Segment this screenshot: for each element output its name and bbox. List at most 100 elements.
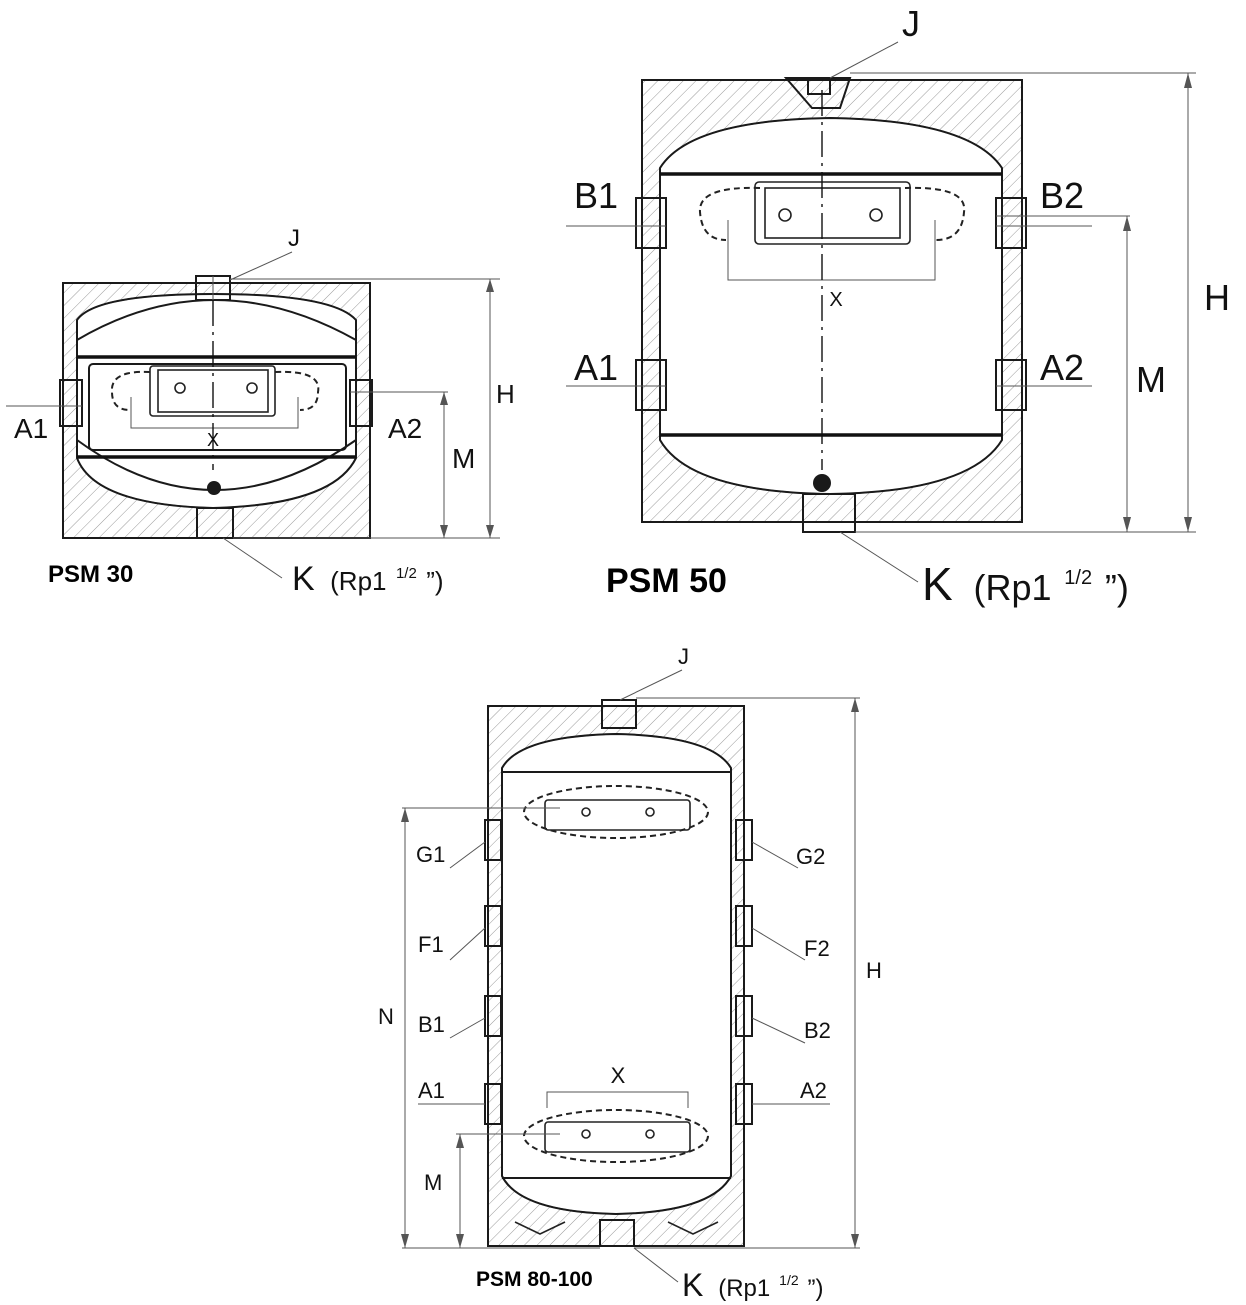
psm50-bracket-left-loop <box>698 186 761 241</box>
psm80-label-k: K (Rp1 1/2 ”) <box>682 1256 824 1303</box>
psm30-label-j: J <box>288 225 300 252</box>
psm30-connection-k <box>196 507 234 539</box>
psm80-label-g1: G1 <box>416 842 445 867</box>
psm80-label-g2: G2 <box>796 844 825 869</box>
psm80-insulation-jacket <box>487 705 745 1247</box>
psm30-label-m: M <box>452 443 475 474</box>
psm50-connection-j-cap <box>807 79 831 95</box>
psm80-label-x: X <box>611 1063 626 1088</box>
psm80-h-arrow-bottom <box>851 1234 859 1248</box>
psm50-title: PSM 50 <box>606 562 727 600</box>
psm30-label-k-letter: K <box>292 560 315 598</box>
psm50-label-h: H <box>1204 277 1230 318</box>
psm80-diagram: X G1 G2 F1 F2 B1 B2 A1 A2 J H <box>378 644 882 1303</box>
psm80-connection-j <box>601 699 637 729</box>
psm80-upper-bolt-left <box>581 807 591 817</box>
psm80-label-f2: F2 <box>804 936 830 961</box>
psm80-upper-bracket-plate <box>544 799 691 831</box>
psm50-bracket-plate <box>754 181 911 245</box>
psm80-dimension-x <box>546 1091 689 1108</box>
psm30-diagram: X A1 A2 J H M K (Rp1 1/2 ”) PSM 30 <box>6 225 515 598</box>
psm80-lower-bracket-plate <box>544 1121 691 1153</box>
psm30-label-a2: A2 <box>388 413 422 444</box>
psm30-dimension-x <box>130 397 299 429</box>
psm50-label-k: K (Rp1 1/2 ”) <box>922 542 1129 610</box>
psm80-h-arrow-top <box>851 698 859 712</box>
psm80-leader-j <box>619 669 683 701</box>
psm30-label-k: K (Rp1 1/2 ”) <box>292 548 444 598</box>
psm50-connection-j <box>783 77 852 109</box>
psm80-upper-bracket-outline <box>523 785 709 839</box>
psm80-lower-bracket-outline <box>523 1109 709 1163</box>
psm80-upper-bolt-right <box>645 807 655 817</box>
psm30-inner-panel <box>88 363 347 451</box>
psm50-label-k-spec: (Rp1 <box>973 567 1051 608</box>
psm30-label-h: H <box>496 379 515 409</box>
psm30-bolt-left <box>174 382 186 394</box>
psm30-label-k-suffix: ”) <box>426 566 443 596</box>
psm30-m-arrow-bottom <box>440 525 448 538</box>
psm50-label-a1: A1 <box>574 347 618 388</box>
psm80-label-a2: A2 <box>800 1078 827 1103</box>
psm50-leader-k <box>839 531 919 583</box>
psm80-title: PSM 80-100 <box>476 1268 593 1291</box>
psm80-leader-b1 <box>449 1017 486 1039</box>
psm80-foot-left <box>514 1221 566 1235</box>
psm80-n-arrow-top <box>401 808 409 822</box>
psm30-h-arrow-bottom <box>486 525 494 538</box>
psm80-label-b2: B2 <box>804 1018 831 1043</box>
psm80-jacket-frame <box>487 705 745 1247</box>
psm30-bracket-right-loop <box>274 370 320 411</box>
psm80-leader-f1 <box>449 927 486 961</box>
psm80-socket-g2 <box>735 819 753 861</box>
psm80-m-arrow-bottom <box>456 1234 464 1248</box>
psm80-m-arrow-top <box>456 1134 464 1148</box>
psm80-lower-bolt-left <box>581 1129 591 1139</box>
psm50-socket-b1 <box>635 197 667 249</box>
psm50-m-arrow-bottom <box>1123 517 1131 532</box>
psm50-label-j: J <box>902 3 920 44</box>
psm50-bolt-right <box>869 208 883 222</box>
psm50-socket-a1 <box>635 359 667 411</box>
psm80-lower-bolt-right <box>645 1129 655 1139</box>
psm30-label-k-spec: (Rp1 <box>330 566 386 596</box>
psm80-label-n: N <box>378 1004 394 1029</box>
psm80-label-m: M <box>424 1170 442 1195</box>
psm50-tank-body <box>659 116 1003 496</box>
psm30-bracket-inner <box>157 369 269 413</box>
psm30-drain-plug <box>207 481 221 495</box>
psm80-label-j: J <box>678 644 689 669</box>
psm30-socket-a2 <box>349 379 373 427</box>
psm80-socket-f2 <box>735 905 753 947</box>
psm50-h-arrow-top <box>1184 73 1192 88</box>
psm80-foot-right <box>667 1221 719 1235</box>
psm50-h-arrow-bottom <box>1184 517 1192 532</box>
psm80-label-k-spec: (Rp1 <box>718 1275 770 1302</box>
psm50-socket-b2 <box>995 197 1027 249</box>
psm50-label-k-letter: K <box>922 558 953 610</box>
psm30-title: PSM 30 <box>48 561 133 588</box>
psm30-socket-a1 <box>59 379 83 427</box>
psm80-label-k-super: 1/2 <box>779 1272 799 1288</box>
psm80-label-b1: B1 <box>418 1012 445 1037</box>
psm30-leader-k <box>222 537 283 579</box>
psm80-label-h: H <box>866 958 882 983</box>
psm30-label-k-super: 1/2 <box>396 565 417 582</box>
psm80-socket-g1 <box>484 819 502 861</box>
psm30-m-arrow-top <box>440 392 448 405</box>
psm80-tank-body <box>501 732 732 1216</box>
psm50-diagram: X B1 B2 A1 A2 J H M K (Rp1 1/2 ”) <box>566 3 1230 610</box>
psm30-leader-j <box>229 251 293 281</box>
psm80-leader-k <box>633 1247 679 1283</box>
psm80-label-k-suffix: ”) <box>808 1275 824 1302</box>
psm50-label-k-suffix: ”) <box>1105 567 1129 608</box>
psm50-label-x: X <box>829 289 842 311</box>
psm80-leader-g2 <box>751 841 799 869</box>
psm50-dimension-x <box>727 220 936 281</box>
psm50-connection-k <box>802 493 856 533</box>
psm50-label-a2: A2 <box>1040 347 1084 388</box>
psm50-jacket-frame <box>641 79 1023 523</box>
psm80-leader-f2 <box>751 927 806 961</box>
psm50-m-arrow-top <box>1123 216 1131 231</box>
